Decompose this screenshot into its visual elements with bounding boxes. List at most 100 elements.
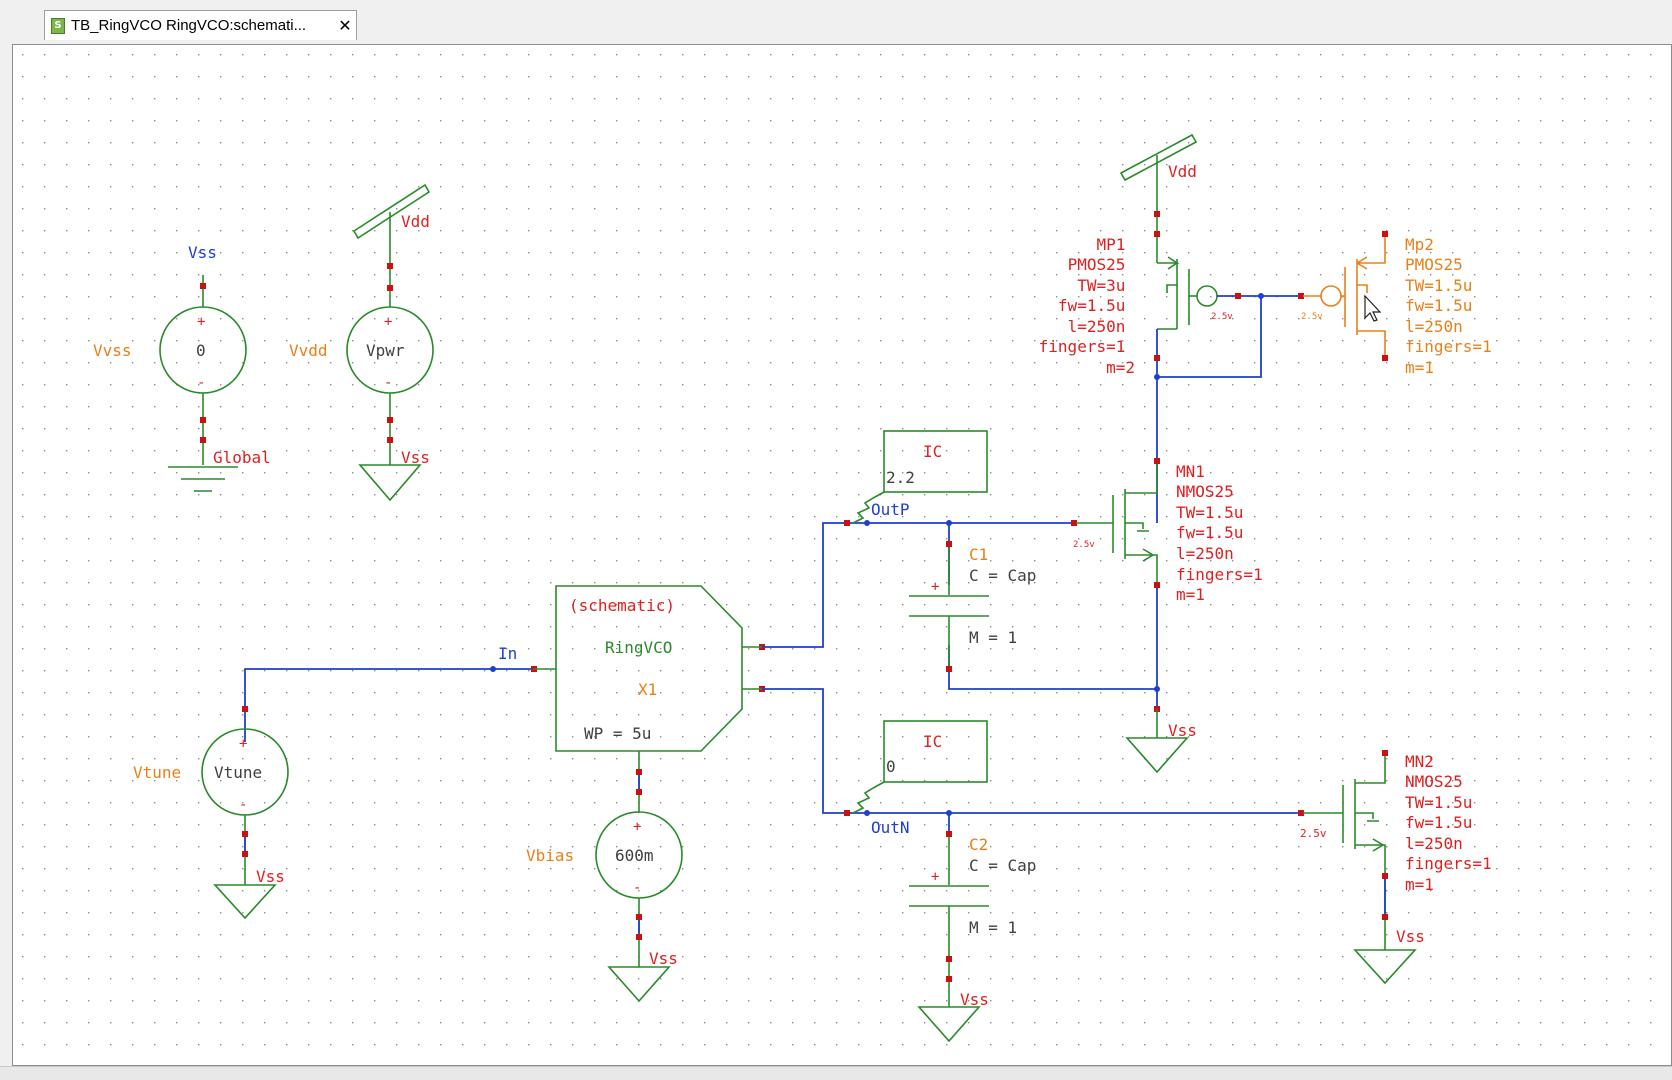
op-voltage: 2.5v <box>1073 540 1095 550</box>
pin <box>1382 873 1388 879</box>
pin <box>1382 914 1388 920</box>
junction <box>946 520 952 526</box>
op-voltage: 2.5v <box>1301 312 1323 322</box>
ground-mn1 <box>1125 709 1189 774</box>
minus-sign: - <box>633 880 641 896</box>
cap-mult: M = 1 <box>969 918 1017 937</box>
pin <box>1071 520 1077 526</box>
mouse-cursor-icon <box>1364 294 1382 322</box>
mn2-params: MN2 NMOS25 TW=1.5u fw=1.5u l=250n finger… <box>1405 752 1501 894</box>
pin <box>200 437 206 443</box>
schematic-file-icon: S <box>51 17 65 34</box>
junction <box>1154 374 1160 380</box>
minus-sign: - <box>384 375 392 391</box>
cap-value: C = Cap <box>969 566 1036 585</box>
pin <box>1154 458 1160 464</box>
pin <box>242 831 248 837</box>
source-value: Vpwr <box>366 341 405 360</box>
source-name: Vtune <box>133 763 181 782</box>
net-label-vss: Vss <box>1396 927 1425 946</box>
block-cell: RingVCO <box>605 638 672 657</box>
junction <box>1154 686 1160 692</box>
net-label-vdd: Vdd <box>1168 162 1197 181</box>
plus-sign: + <box>633 819 641 835</box>
source-name: Vvss <box>93 341 132 360</box>
pin <box>1154 355 1160 361</box>
net-label-vss: Vss <box>256 867 285 886</box>
net-label-outp: OutP <box>871 500 910 519</box>
pin <box>1154 582 1160 588</box>
tab-bar: S TB_RingVCO RingVCO:schemati... ✕ <box>0 0 1672 46</box>
pin <box>946 956 952 962</box>
net-label-vss: Vss <box>960 990 989 1009</box>
ic-value: 2.2 <box>886 468 915 487</box>
block-instance: X1 <box>638 680 657 699</box>
junction <box>864 520 870 526</box>
junction <box>946 810 952 816</box>
mn1-params: MN1 NMOS25 TW=1.5u fw=1.5u l=250n finger… <box>1176 462 1272 604</box>
net-label-vss: Vss <box>401 448 430 467</box>
initial-condition-ic2[interactable] <box>852 720 988 814</box>
net-label-vss: Vss <box>188 243 217 262</box>
status-bar <box>0 1066 1672 1080</box>
pin <box>844 520 850 526</box>
plus-sign: + <box>384 314 392 330</box>
transistor-mp1[interactable] <box>1119 133 1218 330</box>
cap-name: C2 <box>969 835 988 854</box>
pin <box>387 437 393 443</box>
cap-name: C1 <box>969 545 988 564</box>
source-vvss[interactable] <box>159 275 247 492</box>
wire-in <box>244 668 533 742</box>
capacitor-c1[interactable] <box>909 547 989 666</box>
pin <box>242 851 248 857</box>
op-voltage: 2.5v <box>1300 827 1327 840</box>
schematic-canvas[interactable]: Vss + - 0 Vvss Global Vdd + - Vpwr Vvdd … <box>12 44 1672 1066</box>
pin <box>1298 810 1304 816</box>
pin <box>1154 211 1160 217</box>
pin <box>387 417 393 423</box>
pin <box>1382 355 1388 361</box>
pin <box>636 789 642 795</box>
capacitor-c2[interactable] <box>909 837 989 1043</box>
pin <box>636 769 642 775</box>
pin <box>242 706 248 712</box>
pin <box>200 417 206 423</box>
transistor-mp2[interactable] <box>1303 235 1386 357</box>
tab-schematic[interactable]: S TB_RingVCO RingVCO:schemati... ✕ <box>44 10 357 40</box>
pin <box>1382 750 1388 756</box>
ringvco-block[interactable] <box>555 585 743 752</box>
net-label-global: Global <box>213 448 271 467</box>
source-name: Vvdd <box>289 341 328 360</box>
pin <box>1154 231 1160 237</box>
pin <box>946 831 952 837</box>
ic-title: IC <box>923 732 942 751</box>
source-name: Vbias <box>526 846 574 865</box>
pin <box>1235 293 1241 299</box>
pin <box>200 283 206 289</box>
pin <box>946 666 952 672</box>
source-vvdd[interactable] <box>346 183 434 502</box>
block-view: (schematic) <box>569 596 675 615</box>
close-icon[interactable]: ✕ <box>338 16 352 35</box>
pin <box>387 263 393 269</box>
cap-value: C = Cap <box>969 856 1036 875</box>
pin <box>1298 293 1304 299</box>
net-label-outn: OutN <box>871 818 910 837</box>
pin <box>844 810 850 816</box>
op-voltage: 2.5v <box>1211 312 1233 322</box>
cap-mult: M = 1 <box>969 628 1017 647</box>
initial-condition-ic1[interactable] <box>852 430 988 524</box>
source-value: 0 <box>196 341 206 360</box>
mp2-params: Mp2 PMOS25 TW=1.5u fw=1.5u l=250n finger… <box>1405 235 1501 377</box>
ic-title: IC <box>923 442 942 461</box>
minus-sign: - <box>239 797 247 813</box>
transistor-mn1[interactable] <box>1076 461 1158 585</box>
block-param: WP = 5u <box>584 724 651 743</box>
pin <box>387 285 393 291</box>
mp1-params: MP1 PMOS25 TW=3u fw=1.5u l=250n fingers=… <box>1039 235 1135 377</box>
net-label-vdd: Vdd <box>401 212 430 231</box>
pin <box>636 934 642 940</box>
grid-dots <box>13 45 1671 1065</box>
junction <box>1258 293 1264 299</box>
pin <box>946 541 952 547</box>
